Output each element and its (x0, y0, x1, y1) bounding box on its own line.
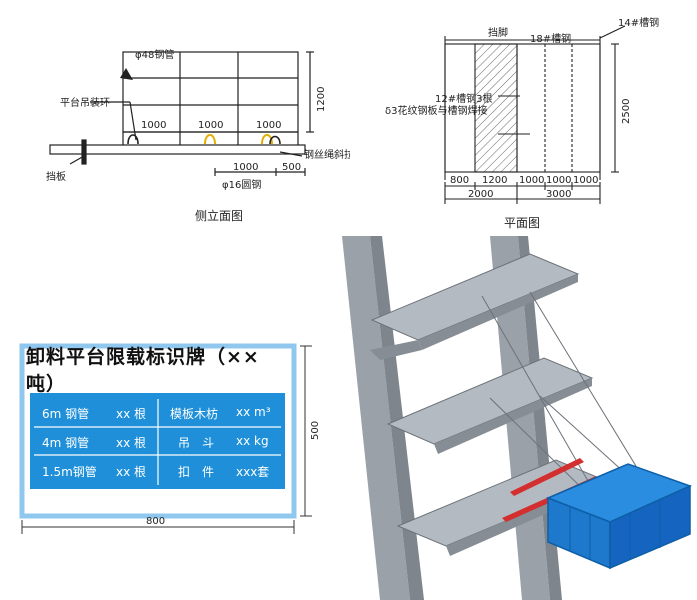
sign-title: 卸料平台限载标识牌（××吨） (26, 346, 260, 395)
pipe-label: φ48钢管 (135, 48, 174, 61)
sign-width-dim: 800 (146, 516, 165, 527)
side-view-caption: 侧立面图 (195, 208, 243, 223)
plan-view-drawing: 挡脚 18#槽钢 14#槽钢 12#槽钢3根 δ3花纹钢板与槽钢焊接 2500 … (385, 16, 659, 230)
toe-label: 挡脚 (488, 26, 508, 39)
height-dim: 1200 (316, 87, 327, 112)
spacing-dim-2: 1000 (198, 120, 223, 131)
cable-ring-label: 钢丝绳斜拉环 (304, 148, 350, 161)
lower-dim-2: 500 (282, 162, 301, 173)
total-dim-1: 2000 (468, 189, 493, 200)
sign-table: 6m 钢管 xx 根 模板木枋 xx m³ 4m 钢管 xx 根 吊 斗 xx … (30, 393, 285, 489)
platform-3d-illustration (342, 236, 693, 600)
row1-item2: 模板木枋 (170, 407, 219, 421)
platform-box (546, 463, 693, 570)
lower-dim-1: 1000 (233, 162, 258, 173)
bottom-dim-5: 1000 (573, 175, 598, 186)
row3-qty1: xx 根 (116, 465, 147, 479)
bottom-dim-4: 1000 (546, 175, 571, 186)
row2-item1: 4m 钢管 (42, 436, 90, 450)
floor-slabs (370, 253, 606, 556)
toe-board-label: 挡板 (46, 170, 66, 183)
steel18-label: 18#槽钢 (530, 32, 571, 45)
bottom-dim-2: 1200 (482, 175, 507, 186)
steel14-label: 14#槽钢 (618, 16, 659, 29)
spacing-dim-3: 1000 (256, 120, 281, 131)
row1-item1: 6m 钢管 (42, 407, 90, 421)
lift-ring-icon (127, 134, 139, 145)
row3-qty2: xxx套 (236, 465, 270, 479)
row3-item1: 1.5m钢管 (42, 465, 97, 479)
spacing-dim-1: 1000 (141, 120, 166, 131)
steel12-label: 12#槽钢3根 (435, 92, 492, 105)
plan-height-dim: 2500 (621, 99, 632, 124)
row2-qty2: xx kg (236, 434, 269, 448)
lift-ring-label: 平台吊装环 (60, 96, 110, 109)
total-dim-2: 3000 (546, 189, 571, 200)
bottom-dim-1: 800 (450, 175, 469, 186)
side-elevation-drawing: φ48钢管 平台吊装环 挡板 1000 1000 1000 1200 1000 … (46, 48, 350, 223)
row2-qty1: xx 根 (116, 436, 147, 450)
plan-view-caption: 平面图 (504, 216, 540, 230)
round-bar-label: φ16圆钢 (222, 178, 261, 191)
row2-item2: 吊 斗 (178, 436, 215, 450)
plate-label: δ3花纹钢板与槽钢焊接 (385, 104, 487, 117)
sign-height-dim: 500 (310, 421, 321, 440)
bottom-dim-3: 1000 (519, 175, 544, 186)
row1-qty2: xx m³ (236, 405, 271, 419)
row1-qty1: xx 根 (116, 407, 147, 421)
row3-item2: 扣 件 (178, 465, 215, 479)
